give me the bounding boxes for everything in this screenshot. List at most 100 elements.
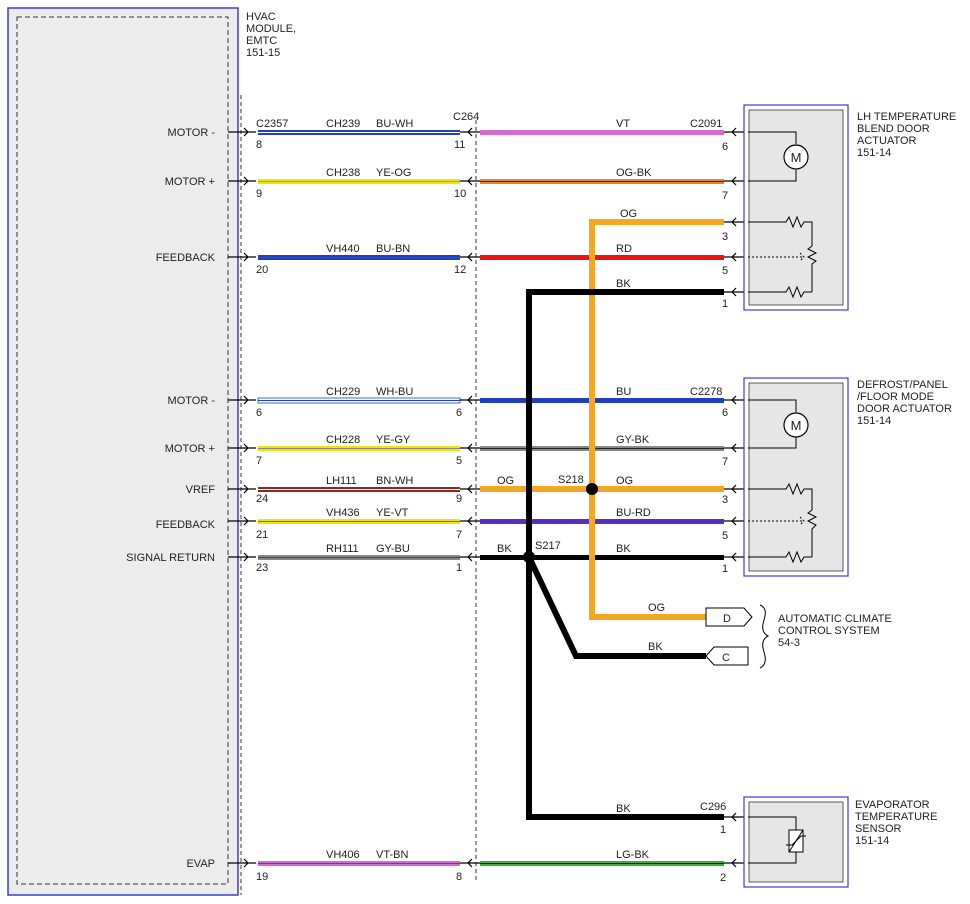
component-pin: 1: [722, 563, 728, 575]
right-wires: [480, 130, 724, 866]
wire-bk-to-acc: [526, 555, 706, 659]
component-pin: 3: [722, 494, 728, 506]
splice-label: S218: [558, 474, 584, 486]
module-title-line: EMTC: [246, 35, 277, 47]
wire-color-label: YE-GY: [376, 434, 411, 446]
c264-pin: 5: [456, 455, 462, 467]
wire-color-label: LG-BK: [616, 849, 650, 861]
wire-color-label: BU: [616, 386, 631, 398]
component-label: /FLOOR MODE: [857, 391, 934, 403]
module-title-line: MODULE,: [246, 23, 296, 35]
c264-pin: 8: [456, 871, 462, 883]
component-pin: 7: [722, 456, 728, 468]
svg-text:M: M: [791, 418, 802, 433]
component-label: BLEND DOOR: [857, 123, 930, 135]
wire-og-lh-vref: [589, 219, 724, 489]
pin-number: 19: [256, 871, 268, 883]
wire-vt: [480, 130, 724, 135]
acc-pin-d: D: [723, 613, 731, 625]
component-pin: 3: [722, 231, 728, 243]
splice-label: S217: [535, 540, 561, 552]
wire-color-label: YE-OG: [376, 167, 411, 179]
module-title-line: 151-15: [246, 47, 280, 59]
wire-bk-evap: [526, 557, 724, 820]
potentiometer-icon: [748, 482, 818, 564]
wire-vh406: [258, 861, 460, 866]
module-pin-labels: MOTOR - MOTOR + FEEDBACK MOTOR - MOTOR +…: [126, 118, 288, 883]
pin-label: MOTOR -: [168, 127, 216, 139]
wire-color-label: BU-BN: [376, 243, 410, 255]
component-label: AUTOMATIC CLIMATE: [778, 613, 892, 625]
module-pin-arrows: [228, 127, 256, 868]
pin-label: EVAP: [186, 858, 215, 870]
pin-label: MOTOR +: [165, 443, 215, 455]
circuit-label: VH406: [326, 849, 360, 861]
component-pin: 1: [722, 298, 728, 310]
svg-text:M: M: [791, 150, 802, 165]
wire-color-label: BU-RD: [616, 507, 651, 519]
component-pin: 5: [722, 265, 728, 277]
connector-id: C2278: [690, 386, 722, 398]
wire-ch228: [258, 446, 460, 451]
wire-color-label: BK: [616, 803, 631, 815]
wire-gy-bk: [480, 446, 724, 451]
wire-color-label: BK: [616, 278, 631, 290]
pin-label: VREF: [186, 484, 216, 496]
component-pin: 1: [720, 824, 726, 836]
pin-number: 6: [256, 407, 262, 419]
component-label: 151-14: [857, 147, 891, 159]
lh-temp-blend-actuator: M LH TEMPERATURE BLEND DOOR ACTUATOR 151…: [743, 104, 956, 311]
pin-number: 8: [256, 139, 262, 151]
component-pin: 6: [722, 141, 728, 153]
wire-lg-bk: [480, 861, 724, 866]
pin-number: 24: [256, 493, 268, 505]
connector-id: C296: [700, 801, 726, 813]
pin-label: FEEDBACK: [156, 252, 216, 264]
wire-vh436: [258, 519, 460, 524]
defrost-mode-actuator: M DEFROST/PANEL /FLOOR MODE DOOR ACTUATO…: [743, 377, 952, 577]
brace-icon: [759, 604, 770, 669]
wire-ch229: [257, 397, 461, 404]
pin-label: MOTOR +: [165, 176, 215, 188]
wire-ch239: [258, 130, 460, 135]
pin-label: MOTOR -: [168, 395, 216, 407]
c264-pin: 11: [454, 139, 465, 151]
wire-og-vref: [480, 486, 724, 492]
pin-number: 9: [256, 188, 262, 200]
motor-icon: M: [783, 144, 809, 170]
component-pin: 2: [720, 872, 726, 884]
circuit-label: CH238: [326, 167, 360, 179]
c264-pin: 6: [456, 407, 462, 419]
module-connector-id: C2357: [256, 118, 288, 130]
wire-color-label: RD: [616, 243, 632, 255]
pin-label: SIGNAL RETURN: [126, 552, 215, 564]
circuit-label: CH239: [326, 118, 360, 130]
pin-number: 20: [256, 264, 268, 276]
wire-color-label: YE-VT: [376, 507, 409, 519]
connector-id: C2091: [690, 118, 722, 130]
splice-s217-dot: [523, 551, 535, 563]
component-label: DEFROST/PANEL: [857, 379, 948, 391]
wire-bu-rd: [480, 519, 724, 524]
circuit-label: VH440: [326, 243, 360, 255]
component-label: TEMPERATURE: [855, 811, 937, 823]
circuit-label: LH111: [326, 475, 357, 487]
wire-color-label: BK: [648, 641, 663, 653]
wire-og-bk: [480, 179, 724, 184]
wire-color-label: VT-BN: [376, 849, 408, 861]
circuit-label: CH228: [326, 434, 360, 446]
wire-color-label: BN-WH: [376, 475, 413, 487]
component-pin: 7: [722, 190, 728, 202]
inline-connector-id: C264: [453, 111, 479, 123]
pin-label: FEEDBACK: [156, 519, 216, 531]
hvac-module: HVAC MODULE, EMTC 151-15: [7, 7, 296, 896]
wire-color-label: BU-WH: [376, 118, 413, 130]
wire-color-label: OG-BK: [616, 167, 652, 179]
wire-color-label: OG: [497, 475, 514, 487]
component-label: LH TEMPERATURE: [857, 111, 956, 123]
component-label: SENSOR: [855, 823, 902, 835]
c264-pin: 12: [454, 264, 466, 276]
splice-s218-dot: [586, 483, 598, 495]
component-label: 151-14: [857, 415, 891, 427]
thermistor-icon: [748, 816, 806, 864]
